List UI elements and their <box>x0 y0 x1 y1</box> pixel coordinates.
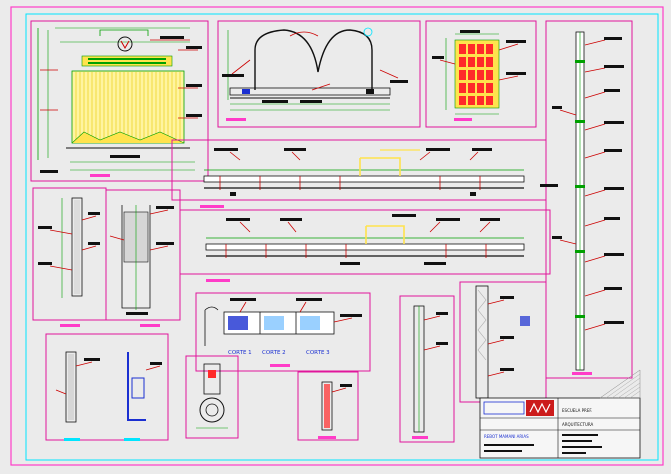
title-block-school: ESCUELA PREF. <box>562 408 592 413</box>
outer-border <box>10 6 664 466</box>
corte-label-2: CORTE 2 <box>262 350 286 356</box>
panel-long-section-upper <box>171 139 558 208</box>
institution-logo-icon <box>526 400 554 416</box>
title-block: ESCUELA PREF. REBOT MAMANI ARIAS ARQUITE… <box>479 369 641 459</box>
panel-small-column <box>297 371 359 441</box>
panel-slim-wall <box>459 281 547 403</box>
title-marker <box>318 436 336 439</box>
panel-main-elevation <box>30 20 209 182</box>
crest-emblem-icon <box>117 36 133 52</box>
title-marker <box>90 174 110 177</box>
panel-bottom-left-details <box>45 333 169 441</box>
title-marker <box>124 438 140 441</box>
panel-gate-elevation <box>217 20 421 128</box>
title-marker <box>140 324 160 327</box>
panel-tall-pillar <box>399 295 455 443</box>
panel-column-detail-a <box>32 187 107 327</box>
title-marker <box>572 372 592 375</box>
panel-grid-detail <box>425 20 537 128</box>
title-marker <box>412 436 428 439</box>
panel-round-detail <box>185 355 239 439</box>
inner-border <box>25 13 659 461</box>
title-marker <box>64 438 80 441</box>
panel-long-section-lower <box>179 209 551 282</box>
double-gate-arches <box>254 29 373 90</box>
panel-vertical-wall-section <box>545 20 633 379</box>
round-column-detail-icon <box>199 397 225 423</box>
title-marker <box>200 205 224 208</box>
title-marker <box>226 118 246 121</box>
panel-column-detail-b <box>105 189 181 327</box>
title-block-owner: REBOT MAMANI ARIAS <box>484 434 529 439</box>
school-sign-band <box>81 55 173 67</box>
title-marker <box>206 279 230 282</box>
corte-label-1: CORTE 1 <box>228 350 252 356</box>
title-marker <box>270 364 290 367</box>
title-marker <box>60 324 80 327</box>
corte-label-3: CORTE 3 <box>306 350 330 356</box>
title-marker <box>454 118 472 121</box>
title-block-discipline: ARQUITECTURA <box>562 422 594 427</box>
panel-corte-detail: CORTE 1 CORTE 2 CORTE 3 <box>195 292 371 372</box>
